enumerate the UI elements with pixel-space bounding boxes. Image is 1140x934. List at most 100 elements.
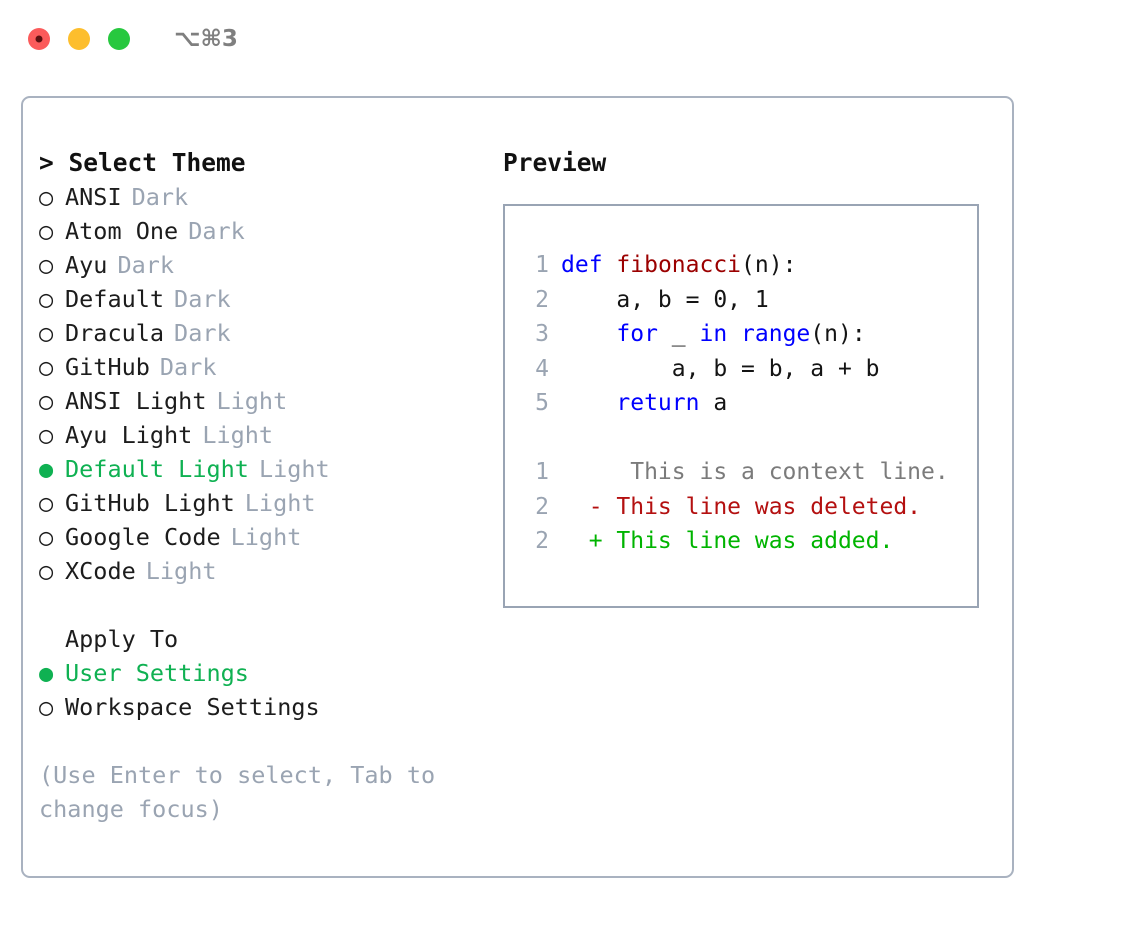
code-token: _: [657, 321, 700, 347]
theme-option-label: Google Code: [65, 523, 221, 551]
radio-unselected-icon: ○: [39, 251, 54, 279]
code-token: return: [616, 390, 700, 416]
theme-option-ansi-light[interactable]: ○ ANSI Light Light: [39, 384, 489, 418]
diff-line-number: 1: [535, 459, 549, 485]
code-token: in: [699, 321, 728, 347]
apply-to-option-label: User Settings: [65, 659, 249, 687]
theme-option-ansi[interactable]: ○ ANSI Dark: [39, 180, 489, 214]
keyboard-hint-text: (Use Enter to select, Tab to change focu…: [39, 761, 450, 823]
theme-variant-tag: Dark: [174, 319, 231, 347]
keyboard-shortcut-label: ⌥⌘3: [174, 26, 238, 52]
theme-variant-tag: Light: [216, 387, 288, 415]
theme-option-ayu[interactable]: ○ Ayu Dark: [39, 248, 489, 282]
code-line-text: def fibonacci(n):: [561, 248, 796, 283]
code-line: 1 def fibonacci(n):: [519, 248, 971, 283]
apply-to-heading: Apply To: [65, 625, 179, 653]
theme-variant-tag: Dark: [174, 285, 231, 313]
theme-variant-tag: Light: [230, 523, 302, 551]
select-theme-header: > Select Theme: [39, 148, 246, 177]
code-line-text: a, b = 0, 1: [561, 283, 769, 318]
diff-line-number: 2: [535, 528, 549, 554]
theme-option-label: Dracula: [65, 319, 165, 347]
diff-line: 2 + This line was added.: [519, 524, 971, 559]
radio-unselected-icon: ○: [39, 421, 54, 449]
theme-option-label: Ayu Light: [65, 421, 193, 449]
theme-variant-tag: Dark: [117, 251, 175, 279]
code-line-number: 5: [535, 390, 549, 416]
theme-variant-tag: Dark: [188, 217, 245, 245]
maximize-button[interactable]: [108, 28, 130, 50]
code-token: (n):: [741, 252, 797, 278]
code-token: [561, 321, 616, 347]
apply-to-option-workspace-settings[interactable]: ○Workspace Settings: [39, 690, 489, 724]
preview-spacer: [519, 421, 971, 456]
code-token: def: [561, 252, 603, 278]
radio-unselected-icon: ○: [39, 217, 54, 245]
window-titlebar: ⌥⌘3: [0, 0, 1140, 78]
code-line: 3 for _ in range(n):: [519, 317, 971, 352]
code-line: 5 return a: [519, 386, 971, 421]
theme-option-label: Default: [65, 285, 165, 313]
code-token: range: [741, 321, 811, 347]
diff-line-text: - This line was deleted.: [561, 493, 922, 520]
radio-unselected-icon: ○: [39, 489, 54, 517]
radio-unselected-icon: ○: [39, 693, 54, 721]
theme-option-github-light[interactable]: ○ GitHub Light Light: [39, 486, 489, 520]
diff-line: 1 This is a context line.: [519, 455, 971, 490]
theme-variant-tag: Light: [244, 489, 316, 517]
code-line-number: 3: [535, 321, 549, 347]
radio-unselected-icon: ○: [39, 387, 54, 415]
radio-unselected-icon: ○: [39, 557, 54, 585]
code-token: (n):: [810, 321, 866, 347]
code-line-number: 1: [535, 252, 549, 278]
code-token: a, b = b, a + b: [561, 355, 880, 382]
minimize-button[interactable]: [68, 28, 90, 50]
theme-option-label: Atom One: [65, 217, 179, 245]
apply-to-option-list[interactable]: ● User Settings ○Workspace Settings: [39, 656, 489, 724]
radio-unselected-icon: ○: [39, 523, 54, 551]
apply-to-section: Apply To ● User Settings ○Workspace Settin…: [39, 622, 489, 724]
theme-option-label: Default Light: [65, 455, 249, 483]
theme-option-label: ANSI: [65, 183, 122, 211]
theme-variant-tag: Dark: [131, 183, 189, 211]
code-token: [561, 390, 616, 416]
radio-selected-icon: ●: [39, 455, 54, 483]
theme-option-label: Ayu: [65, 251, 108, 279]
diff-line-number: 2: [535, 493, 549, 520]
theme-option-label: GitHub Light: [65, 489, 235, 517]
close-button[interactable]: [28, 28, 50, 50]
diff-sample: 1 This is a context line.2 - This line w…: [519, 455, 971, 559]
diff-line-text: + This line was added.: [561, 528, 894, 554]
code-line: 4 a, b = b, a + b: [519, 352, 971, 387]
radio-unselected-icon: ○: [39, 353, 54, 381]
code-token: [603, 252, 617, 278]
radio-unselected-icon: ○: [39, 285, 54, 313]
code-line-text: for _ in range(n):: [561, 317, 866, 352]
theme-option-label: ANSI Light: [65, 387, 207, 415]
code-token: a, b = 0, 1: [561, 286, 769, 313]
diff-line: 2 - This line was deleted.: [519, 490, 971, 525]
diff-line-text: This is a context line.: [561, 459, 949, 485]
theme-option-default[interactable]: ○ Default Dark: [39, 282, 489, 316]
apply-to-option-user-settings[interactable]: ● User Settings: [39, 656, 489, 690]
theme-option-google-code[interactable]: ○ Google Code Light: [39, 520, 489, 554]
theme-option-atom-one[interactable]: ○ Atom One Dark: [39, 214, 489, 248]
code-line-number: 4: [535, 355, 549, 382]
code-token: fibonacci: [616, 252, 742, 278]
radio-unselected-icon: ○: [39, 183, 54, 211]
theme-option-label: GitHub: [65, 353, 150, 381]
theme-option-label: XCode: [65, 557, 136, 585]
radio-selected-icon: ●: [39, 659, 54, 687]
